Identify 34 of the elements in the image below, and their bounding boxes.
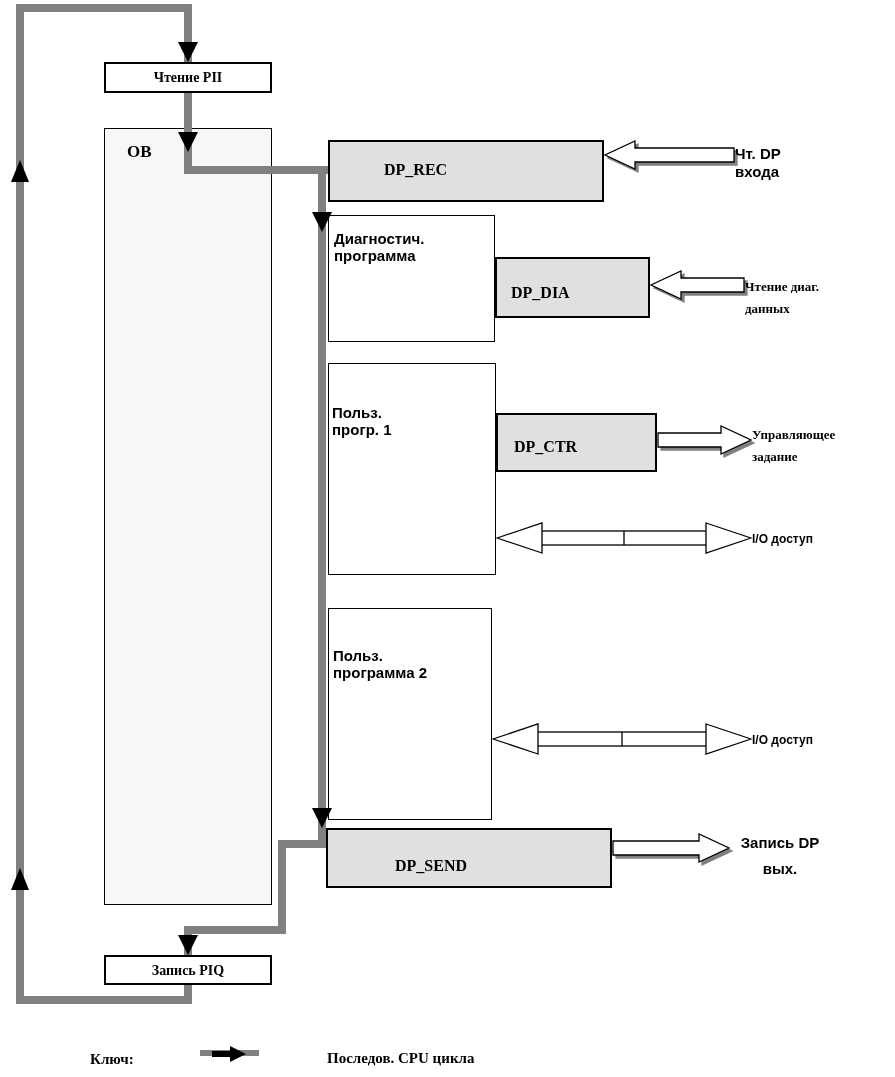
box-label: DP_CTR bbox=[514, 437, 578, 457]
process-box bbox=[495, 257, 650, 318]
process-box bbox=[328, 215, 495, 342]
box-label: Чтение PII bbox=[153, 69, 223, 87]
side-label: I/O доступ bbox=[752, 731, 862, 749]
box-label: DP_DIA bbox=[511, 283, 570, 303]
block-arrow bbox=[603, 139, 735, 171]
box-label: DP_SEND bbox=[395, 856, 467, 876]
block-arrow bbox=[612, 832, 731, 864]
box-label: Польз. программа 2 bbox=[333, 647, 428, 681]
box-label: OB bbox=[127, 141, 152, 163]
process-box bbox=[496, 413, 657, 472]
block-box bbox=[104, 128, 272, 905]
process-box bbox=[328, 140, 604, 202]
side-label: Чт. DP входа bbox=[735, 145, 810, 181]
legend-text: Последов. CPU цикла bbox=[327, 1049, 475, 1068]
side-label: Запись DP вых. bbox=[730, 830, 830, 882]
side-label: Управляющее задание bbox=[752, 424, 852, 468]
flow-arrow bbox=[178, 93, 198, 152]
block-arrow bbox=[657, 424, 753, 456]
block-arrow bbox=[649, 269, 745, 301]
side-label: I/O доступ bbox=[752, 530, 862, 548]
flow-arrow bbox=[16, 4, 198, 1004]
process-box bbox=[104, 955, 272, 985]
process-box bbox=[326, 828, 612, 888]
key-label: Ключ: bbox=[90, 1050, 134, 1069]
process-box bbox=[328, 363, 496, 575]
process-box bbox=[328, 608, 492, 820]
box-label: Запись PIQ bbox=[151, 961, 225, 980]
box-label: Польз. прогр. 1 bbox=[332, 404, 393, 438]
process-box bbox=[104, 62, 272, 93]
side-label: Чтение диаг. данных bbox=[745, 276, 845, 320]
box-label: Диагностич. программа bbox=[334, 230, 426, 264]
box-label: DP_REC bbox=[384, 160, 448, 180]
